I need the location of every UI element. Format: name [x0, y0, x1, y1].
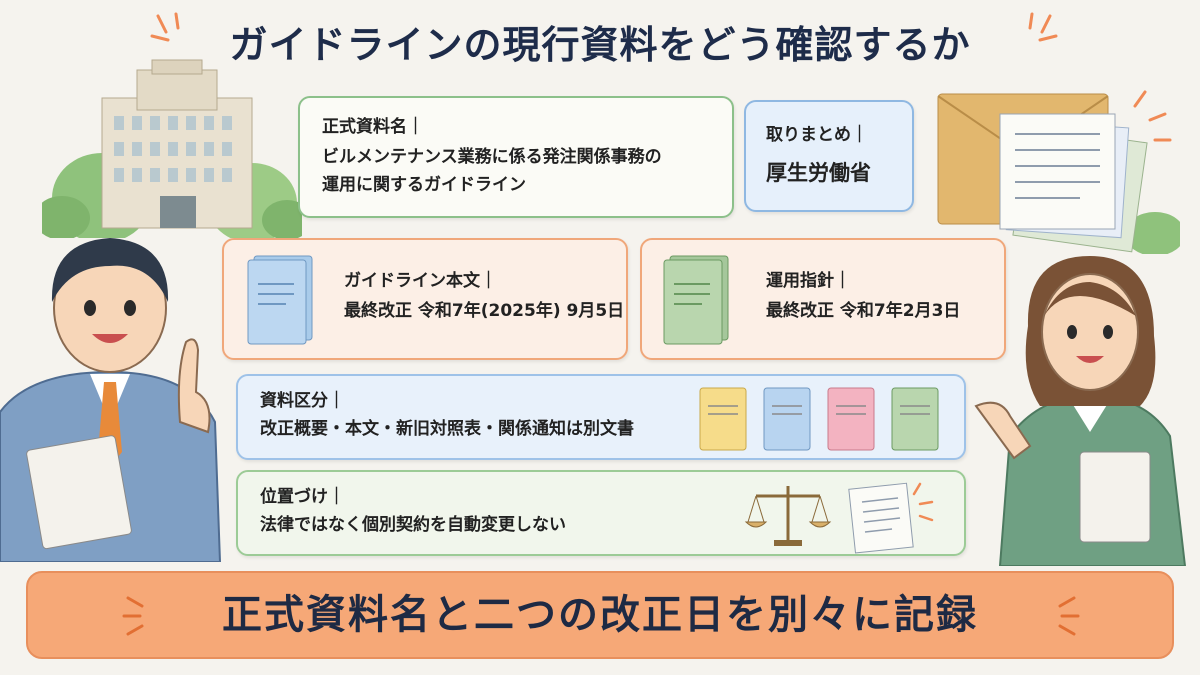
guideline-text-label: ガイドライン本文｜ [344, 271, 497, 291]
guideline-text-value: 最終改正 令和7年(2025年) 9月5日 [344, 301, 625, 321]
operation-policy-label: 運用指針｜ [766, 271, 851, 291]
compiled-by-value: 厚生労働省 [766, 161, 871, 185]
material-category-value: 改正概要・本文・新旧対照表・関係通知は別文書 [260, 419, 634, 439]
positioning-label: 位置づけ｜ [260, 487, 345, 507]
government-building-icon [42, 59, 302, 238]
official-name-card: 正式資料名｜ ビルメンテナンス業務に係る発注関係事務の 運用に関するガイドライン [298, 96, 734, 218]
page-title: ガイドラインの現行資料をどう確認するか [229, 23, 971, 67]
operation-policy-value: 最終改正 令和7年2月3日 [766, 301, 961, 321]
operation-policy-card: 運用指針｜ 最終改正 令和7年2月3日 [640, 238, 1006, 360]
compiled-by-card: 取りまとめ｜ 厚生労働省 [744, 100, 914, 212]
positioning-value: 法律ではなく個別契約を自動変更しない [260, 515, 566, 535]
blue-book-icon [247, 255, 313, 345]
man-pointing-illustration [0, 238, 222, 562]
spark-left-icon [150, 12, 180, 42]
material-category-label: 資料区分｜ [260, 391, 345, 411]
envelope-documents-icon [937, 90, 1180, 254]
official-name-line2: 運用に関するガイドライン [322, 175, 526, 195]
banner-spark-left-icon [122, 596, 144, 636]
banner-spark-right-icon [1058, 596, 1080, 636]
woman-presenting-illustration [974, 256, 1187, 566]
summary-banner: 正式資料名と二つの改正日を別々に記録 [26, 571, 1174, 659]
positioning-card: 位置づけ｜ 法律ではなく個別契約を自動変更しない [236, 470, 966, 556]
four-binders-icon [699, 387, 939, 451]
document-icon [848, 482, 934, 554]
green-book-icon [663, 255, 729, 345]
material-category-card: 資料区分｜ 改正概要・本文・新旧対照表・関係通知は別文書 [236, 374, 966, 460]
official-name-line1: ビルメンテナンス業務に係る発注関係事務の [322, 147, 662, 167]
spark-right-icon [1028, 12, 1058, 42]
guideline-text-card: ガイドライン本文｜ 最終改正 令和7年(2025年) 9月5日 [222, 238, 628, 360]
compiled-by-label: 取りまとめ｜ [766, 125, 868, 145]
scales-icon [744, 486, 832, 546]
official-name-label: 正式資料名｜ [322, 117, 424, 137]
